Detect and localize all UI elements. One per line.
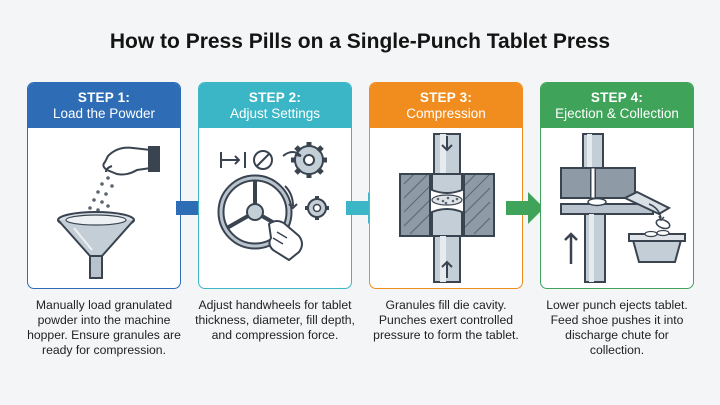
step-1-card: STEP 1: Load the Powder [27,82,181,289]
step-4-header: STEP 4: Ejection & Collection [541,83,693,128]
step-1-header: STEP 1: Load the Powder [28,83,180,128]
step-4-name: Ejection & Collection [555,106,679,121]
step-4-card: STEP 4: Ejection & Collection [540,82,694,289]
ejection-chute-icon [541,128,693,288]
step-3-label: STEP 3: [419,90,473,105]
step-2-label: STEP 2: [248,90,302,105]
step-3-header: STEP 3: Compression [370,83,522,128]
step-1-label: STEP 1: [77,90,131,105]
flow-arrow-3-icon [506,190,546,226]
step-4-label: STEP 4: [590,90,644,105]
punch-die-icon [370,128,522,288]
page-title: How to Press Pills on a Single-Punch Tab… [109,30,611,53]
step-2-description: Adjust handwheels for tablet thickness, … [195,298,355,342]
step-3-card: STEP 3: Compression [369,82,523,289]
step-4-description: Lower punch ejects tablet. Feed shoe pus… [546,298,688,357]
handwheel-gears-icon [199,128,351,288]
step-3-description: Granules fill die cavity. Punches exert … [373,298,519,342]
step-2-header: STEP 2: Adjust Settings [199,83,351,128]
step-2-card: STEP 2: Adjust Settings [198,82,352,289]
funnel-hopper-icon [28,128,180,288]
step-3-name: Compression [406,106,486,121]
step-1-name: Load the Powder [52,106,156,121]
step-1-description: Manually load granulated powder into the… [27,298,181,357]
step-2-name: Adjust Settings [229,106,321,121]
